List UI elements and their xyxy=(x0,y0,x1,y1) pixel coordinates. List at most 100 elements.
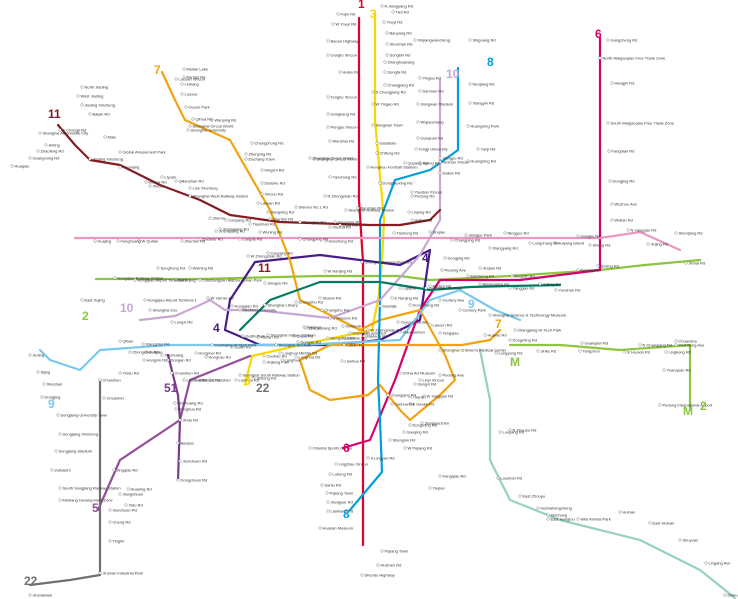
station-marker xyxy=(170,371,174,375)
station-marker xyxy=(256,201,260,205)
station-label: Jinqiao xyxy=(433,229,446,234)
station-label: Jiading Xincheng xyxy=(85,102,115,107)
station-marker xyxy=(440,268,444,272)
station-marker xyxy=(674,343,678,347)
metro-line-16 xyxy=(478,348,737,599)
station-marker xyxy=(280,358,284,362)
station-marker xyxy=(178,418,182,422)
station-marker xyxy=(210,343,214,347)
station-label: Jinjiang Park xyxy=(267,359,290,364)
station-marker xyxy=(312,157,316,161)
station-marker xyxy=(241,334,245,338)
station-marker xyxy=(418,378,422,382)
station-label: Zhongshan Park xyxy=(233,277,262,282)
station-marker xyxy=(326,336,330,340)
station-marker xyxy=(646,242,650,246)
station-label: Laoximen xyxy=(369,330,386,335)
station-marker xyxy=(392,231,396,235)
station-label: Chunshen xyxy=(213,377,231,382)
station-marker xyxy=(496,476,500,480)
station-marker xyxy=(56,413,60,417)
station-marker xyxy=(198,278,202,282)
station-label: Zhaofeng Rd xyxy=(41,148,64,153)
station-marker xyxy=(210,118,214,122)
station-marker xyxy=(488,246,492,250)
station-marker xyxy=(488,313,492,317)
station-marker xyxy=(228,278,232,282)
station-label: Xincun Rd xyxy=(265,191,283,196)
station-label: Gangcheng Rd xyxy=(611,37,638,42)
station-marker xyxy=(58,498,62,502)
station-marker xyxy=(483,333,487,337)
station-label: Gaoqing Rd xyxy=(407,429,428,434)
station-marker xyxy=(144,180,148,184)
station-label: Dashijie xyxy=(383,303,398,308)
station-marker xyxy=(292,334,296,338)
station-marker xyxy=(326,500,330,504)
station-label: Caohejing Hi-Tech Park xyxy=(215,342,257,347)
station-label: Songjiang Stadium xyxy=(59,448,93,453)
station-label: Guanglan Rd xyxy=(585,340,609,345)
station-label: Lancun Rd xyxy=(433,322,452,327)
station-marker xyxy=(50,468,54,472)
station-marker xyxy=(438,156,442,160)
line-number-label: 2 xyxy=(700,399,707,413)
station-label: Shanghai Indoor Stadium xyxy=(271,332,317,337)
station-marker xyxy=(10,164,14,168)
line-number-label: 4 xyxy=(213,321,220,335)
station-marker xyxy=(450,238,454,242)
station-marker xyxy=(113,276,117,280)
line-number-label: M xyxy=(683,404,693,418)
station-marker xyxy=(224,218,228,222)
station-marker xyxy=(662,368,666,372)
station-label: Tangqiao xyxy=(443,330,460,335)
station-marker xyxy=(458,308,462,312)
station-marker xyxy=(328,225,332,229)
line-number-label: 3 xyxy=(244,374,251,388)
station-marker xyxy=(308,446,312,450)
line-number-label: 22 xyxy=(256,381,270,395)
station-label: Zhenbei Rd xyxy=(273,216,294,221)
station-label: Hongkou Football Stadium xyxy=(371,164,419,169)
station-label: Huinan xyxy=(623,509,636,514)
station-marker xyxy=(371,102,375,106)
station-marker xyxy=(116,239,120,243)
station-marker xyxy=(658,403,662,407)
station-label: Changping Rd xyxy=(455,237,481,242)
station-label: Lianhua Rd xyxy=(345,358,365,363)
station-label: Tangzhen xyxy=(583,348,600,353)
station-label: Wenshui Rd xyxy=(333,138,355,143)
station-label: Xiangyin Rd xyxy=(473,100,495,105)
station-label: Jiashan Rd xyxy=(347,335,367,340)
station-label: Huaqiao xyxy=(15,163,31,168)
station-label: Luban Rd xyxy=(347,342,364,347)
station-marker xyxy=(182,378,186,382)
station-marker xyxy=(194,378,198,382)
station-marker xyxy=(366,165,370,169)
station-label: Yuanquan Rd xyxy=(667,367,691,372)
station-label: Kingshi Rd xyxy=(265,167,284,172)
station-marker xyxy=(398,371,402,375)
station-label: Fenghuang xyxy=(121,238,141,243)
station-marker xyxy=(416,120,420,124)
station-label: Beiyangjing Rd xyxy=(483,281,510,286)
station-marker xyxy=(326,95,330,99)
station-marker xyxy=(580,341,584,345)
metro-line-13 xyxy=(73,230,682,252)
station-label: Xinzhuang Rd xyxy=(178,400,203,405)
station-label: Jianchuan Rd xyxy=(183,458,207,463)
station-marker xyxy=(428,284,432,288)
station-marker xyxy=(133,278,137,282)
station-marker xyxy=(278,351,282,355)
station-label: Dongan Rd xyxy=(171,357,191,362)
station-marker xyxy=(428,486,432,490)
station-marker xyxy=(438,373,442,377)
station-label: Huizhen Rd xyxy=(381,562,402,567)
station-marker xyxy=(160,353,164,357)
station-label: Waihuan Rd xyxy=(199,377,221,382)
station-label: Dongchuan Rd xyxy=(181,477,208,482)
station-label: Yuqiao xyxy=(433,485,446,490)
station-label: Youyi Rd xyxy=(387,19,403,24)
station-label: Huiyang Island xyxy=(558,240,584,245)
station-label: Jiaotong University xyxy=(243,307,277,312)
